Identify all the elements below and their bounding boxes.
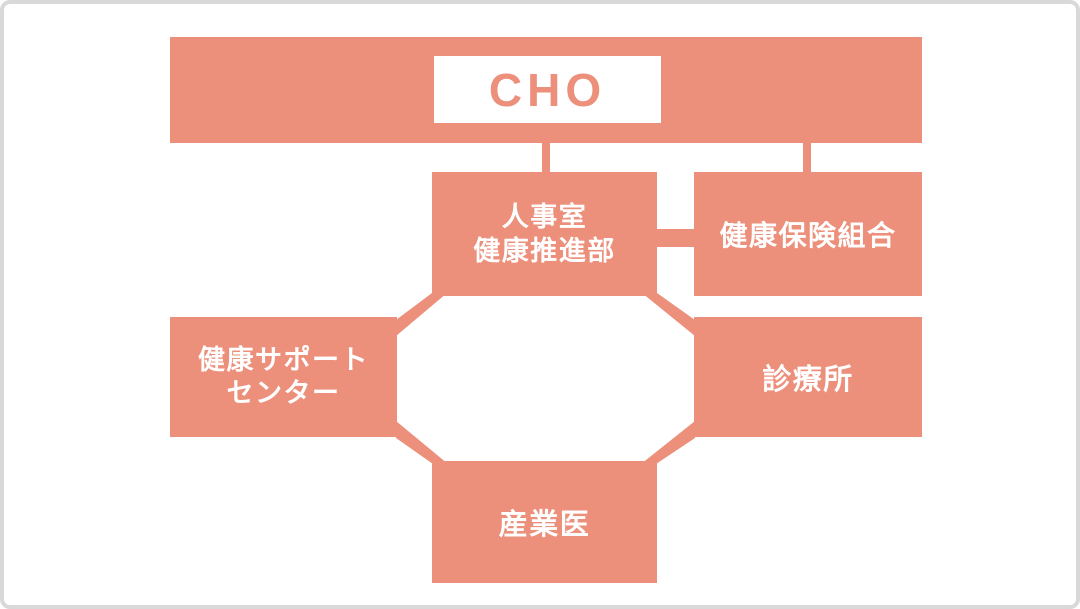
connector-cho-to-insurance <box>803 140 811 176</box>
node-hr-label-line1: 人事室 <box>501 202 588 232</box>
cho-node: CHO <box>434 56 661 123</box>
node-health-support-center: 健康サポート センター <box>170 317 397 437</box>
node-hr-label-line2: 健康推進部 <box>473 236 616 266</box>
connector-layer <box>396 140 811 464</box>
connector-clinic-to-physician <box>641 421 695 464</box>
connector-hr-to-support <box>396 293 447 336</box>
connector-hr-to-clinic <box>642 293 695 336</box>
node-health-insurance-union: 健康保険組合 <box>694 172 922 296</box>
node-occupational-physician: 産業医 <box>432 461 657 583</box>
node-insurance-label: 健康保険組合 <box>719 220 897 251</box>
connector-support-to-physician <box>396 421 448 464</box>
cho-label: CHO <box>488 63 607 116</box>
node-support-label-line2: センター <box>226 378 341 408</box>
connector-cho-to-hr <box>542 140 550 176</box>
node-clinic: 診療所 <box>694 317 922 437</box>
node-clinic-label: 診療所 <box>762 364 854 396</box>
connector-hr-to-insurance <box>654 229 697 247</box>
node-support-label-line1: 健康サポート <box>198 345 369 375</box>
node-hr-health-promotion-dept: 人事室 健康推進部 <box>432 172 657 296</box>
node-physician-label: 産業医 <box>498 509 591 541</box>
